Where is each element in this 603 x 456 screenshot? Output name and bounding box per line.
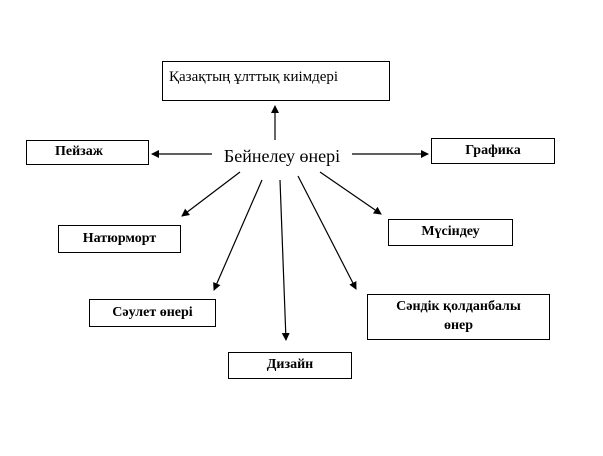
node-still-life-label: Натюрморт: [82, 230, 157, 246]
node-design-label: Дизайн: [266, 357, 314, 373]
node-applied-art-label: Сәндік қолданбалы өнер: [396, 299, 521, 333]
node-sculpture-label: Мүсіндеу: [421, 224, 480, 240]
central-concept-label: Бейнелеу өнері: [212, 144, 352, 168]
node-national-costumes: Қазақтың ұлттық киімдері: [162, 61, 390, 101]
arrow-to-sculpture: [319, 171, 382, 215]
node-still-life: Натюрморт: [58, 225, 181, 253]
node-national-costumes-label: Қазақтың ұлттық киімдері: [169, 69, 339, 85]
node-applied-art: Сәндік қолданбалы өнер: [367, 294, 550, 340]
node-graphics-label: Графика: [465, 142, 521, 158]
node-landscape: Пейзаж: [26, 140, 149, 165]
central-concept-text: Бейнелеу өнері: [223, 145, 341, 166]
arrow-to-still-life: [181, 171, 241, 217]
node-landscape-label: Пейзаж: [55, 144, 103, 160]
node-architecture-label: Сәулет өнері: [112, 304, 193, 320]
node-design: Дизайн: [228, 352, 352, 379]
node-sculpture: Мүсіндеу: [388, 219, 513, 246]
node-graphics: Графика: [431, 138, 555, 164]
node-architecture: Сәулет өнері: [89, 299, 216, 327]
arrow-to-design: [279, 179, 290, 341]
arrow-to-architecture: [213, 179, 263, 291]
arrow-to-applied-art: [297, 175, 357, 290]
